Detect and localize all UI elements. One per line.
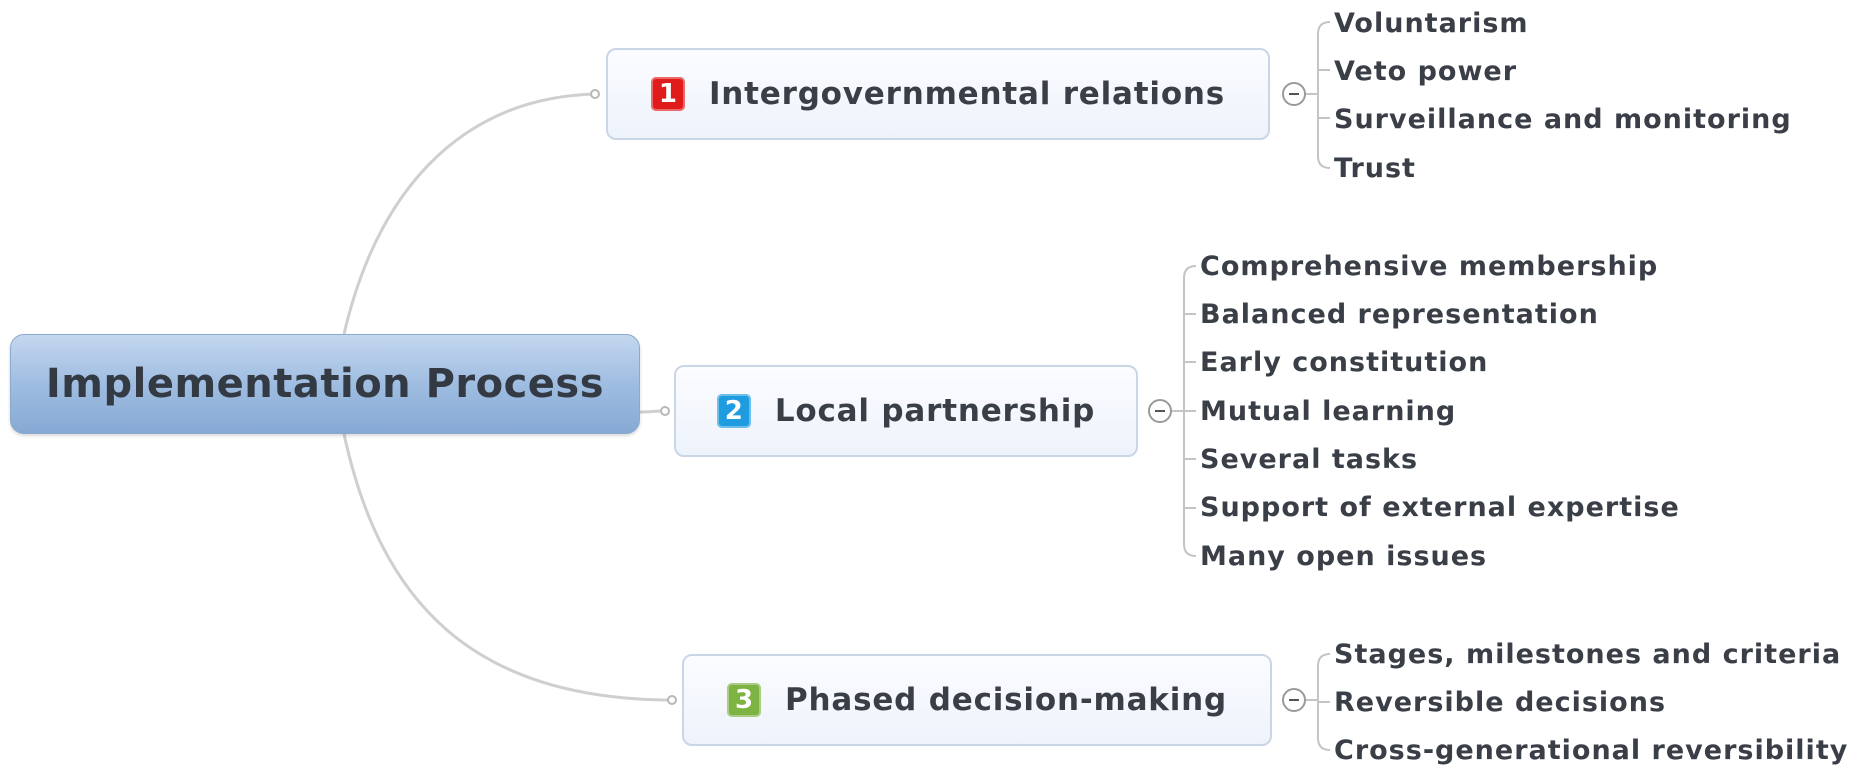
leaf-stages-milestones-and-criteria[interactable]: Stages, milestones and criteria bbox=[1334, 639, 1842, 670]
leaf-many-open-issues[interactable]: Many open issues bbox=[1200, 541, 1488, 572]
branch-1-collapse-button[interactable] bbox=[1282, 82, 1306, 106]
leaf-voluntarism[interactable]: Voluntarism bbox=[1334, 8, 1529, 39]
branch-local-partnership[interactable]: 2 Local partnership bbox=[674, 365, 1138, 457]
branch-intergovernmental-relations[interactable]: 1 Intergovernmental relations bbox=[606, 48, 1270, 140]
priority-2-icon: 2 bbox=[716, 394, 751, 428]
leaf-early-constitution[interactable]: Early constitution bbox=[1200, 347, 1489, 378]
branch-3-label: Phased decision-making bbox=[784, 682, 1228, 718]
minus-icon bbox=[1155, 410, 1165, 412]
leaf-balanced-representation[interactable]: Balanced representation bbox=[1200, 299, 1599, 330]
branch-2-connector-dot bbox=[660, 406, 670, 416]
leaf-reversible-decisions[interactable]: Reversible decisions bbox=[1334, 687, 1667, 718]
branch-1-connector-dot bbox=[590, 89, 600, 99]
minus-icon bbox=[1289, 699, 1299, 701]
connector-root-branch-3 bbox=[342, 433, 675, 702]
branch-3-collapse-button[interactable] bbox=[1282, 688, 1306, 712]
leaf-several-tasks[interactable]: Several tasks bbox=[1200, 444, 1419, 475]
branch-3-connector-dot bbox=[667, 695, 677, 705]
leaf-bracket-2 bbox=[1172, 265, 1197, 557]
leaf-bracket-3 bbox=[1306, 653, 1331, 751]
leaf-surveillance-and-monitoring[interactable]: Surveillance and monitoring bbox=[1334, 104, 1792, 135]
root-node[interactable]: Implementation Process bbox=[10, 334, 640, 434]
leaf-bracket-1 bbox=[1306, 21, 1331, 169]
priority-1-icon: 1 bbox=[650, 77, 685, 111]
branch-phased-decision-making[interactable]: 3 Phased decision-making bbox=[682, 654, 1272, 746]
root-label: Implementation Process bbox=[45, 361, 605, 407]
leaf-comprehensive-membership[interactable]: Comprehensive membership bbox=[1200, 251, 1659, 282]
leaf-mutual-learning[interactable]: Mutual learning bbox=[1200, 396, 1457, 427]
leaf-veto-power[interactable]: Veto power bbox=[1334, 56, 1518, 87]
priority-3-icon: 3 bbox=[726, 683, 761, 717]
leaf-cross-generational-reversibility[interactable]: Cross-generational reversibility bbox=[1334, 735, 1849, 766]
leaf-support-of-external-expertise[interactable]: Support of external expertise bbox=[1200, 492, 1680, 523]
minus-icon bbox=[1289, 93, 1299, 95]
connector-root-branch-1 bbox=[342, 92, 599, 335]
leaf-trust[interactable]: Trust bbox=[1334, 153, 1416, 184]
branch-2-collapse-button[interactable] bbox=[1148, 399, 1172, 423]
branch-2-label: Local partnership bbox=[774, 393, 1096, 429]
branch-1-label: Intergovernmental relations bbox=[708, 76, 1226, 112]
